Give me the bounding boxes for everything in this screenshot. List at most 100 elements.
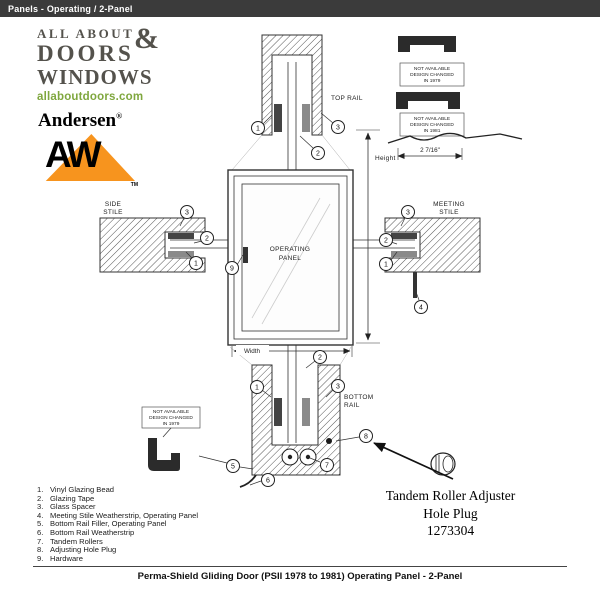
part-number: 7. [37,536,44,546]
top-rail-label: TOP RAIL [331,95,363,102]
part-number: 9. [37,553,44,563]
page-title: Panels - Operating / 2-Panel [8,3,133,14]
part-label: Bottom Rail Weatherstrip [50,527,135,537]
site-logo[interactable]: ALL ABOUT & DOORS WINDOWS allaboutdoors.… [37,22,167,103]
part-label: Meeting Stile Weatherstrip, Operating Pa… [50,510,199,520]
svg-text:1: 1 [256,126,260,133]
logo-website: allaboutdoors.com [37,91,144,103]
glazing-bead-side [168,233,194,239]
callout-3: 3 [180,205,194,219]
operating-panel-label-2: PANEL [279,255,301,262]
svg-text:1: 1 [194,261,198,268]
bottom-rail-label-2: RAIL [344,402,360,409]
pointer-arrow [373,442,454,480]
glazing-tape-side [168,251,194,257]
svg-text:7: 7 [325,463,329,470]
part-label: Tandem Rollers [50,536,103,546]
glazing-bead-top [274,104,282,132]
product-name-line1: Tandem Roller Adjuster [385,488,516,503]
part-number: 6. [37,527,44,537]
logo-line-windows: WINDOWS [37,65,153,89]
callout-leaders [179,112,420,486]
part-row: 3. Glass Spacer [37,503,282,512]
operating-panel-drawing: OPERATING PANEL [227,169,354,346]
callout-1: 1 [189,256,203,270]
part-row: 2. Glazing Tape [37,493,282,504]
note-1979-line1: NOT AVAILABLE [414,66,450,72]
hole-plug-drawing [430,452,456,476]
part-number: 1. [37,485,44,494]
note-1979-line3: IN 1979 [424,78,441,84]
footer-caption: Perma-Shield Gliding Door (PSII 1978 to … [137,571,463,582]
callout-7: 7 [320,458,334,472]
callout-8: 8 [359,429,373,443]
part-number: 8. [37,545,44,555]
glass-lines [170,62,415,443]
callout-2: 2 [313,350,327,364]
andersen-monogram: AW [38,133,135,181]
sill-profile [387,132,523,144]
part-label: Glazing Tape [50,493,95,503]
width-label: Width [244,348,261,355]
part-row: 5.Bottom Rail Filler, Operating Panel [37,520,282,529]
bottom-filler-profile: NOT AVAILABLE DESIGN CHANGED IN 1979 [141,406,201,471]
width-dimension: Width [231,345,353,357]
part-number: 3. [37,502,44,512]
svg-text:6: 6 [266,478,270,485]
part-label: Hardware [50,553,83,563]
part-row: 6. Bottom Rail Weatherstrip [37,527,282,538]
logo-line-doors: DOORS [37,41,134,66]
svg-text:5: 5 [231,464,235,471]
part-row: 9. Hardware [37,553,282,564]
callout-5: 5 [226,459,240,473]
side-stile-section: SIDE STILE [99,201,206,273]
part-row: 8.Adjusting Hole Plug [37,546,282,555]
part-label: Vinyl Glazing Bead [50,485,115,494]
callout-2: 2 [379,233,393,247]
part-label: Glass Spacer [50,502,96,512]
bottom-rail-label-1: BOTTOM [344,394,374,401]
profile-notes: NOT AVAILABLE DESIGN CHANGED IN 1979 NOT… [387,36,523,160]
svg-text:2: 2 [205,236,209,243]
part-number: 2. [37,493,44,503]
filler-profile-shape [148,438,180,471]
svg-text:3: 3 [406,210,410,217]
svg-text:3: 3 [336,125,340,132]
note-1981-line1: NOT AVAILABLE [414,116,450,122]
part-row: 4. Meeting Stile Weatherstrip, Operating … [37,510,282,521]
side-stile-label-1: SIDE [105,201,122,208]
callout-4: 4 [414,300,428,314]
meeting-stile-label-2: STILE [439,209,459,216]
andersen-name-text: Andersen [38,110,117,131]
svg-text:9: 9 [230,266,234,273]
profile-1979 [398,36,456,52]
part-row: 1. Vinyl Glazing Bead [37,485,282,495]
logo-ampersand: & [134,22,159,55]
bottom-rail-section: BOTTOM RAIL [239,364,374,488]
part-row: 7. Tandem Rollers [37,536,282,547]
note-1979b-line3: IN 1979 [163,421,180,427]
bottom-weatherstrip-fin [239,474,257,488]
profile-1981 [396,92,460,109]
glazing-tape-top [302,104,310,132]
svg-text:3: 3 [336,384,340,391]
logo-line-all-about: ALL ABOUT [37,26,135,41]
product-part-number: 1273304 [426,523,475,539]
registered-mark: ® [116,111,123,121]
glazing-tape-meeting [391,251,417,257]
projection-lines [229,134,352,366]
svg-text:2: 2 [384,238,388,245]
svg-text:8: 8 [364,434,368,441]
operating-panel-label-1: OPERATING [270,246,311,253]
andersen-wordmark: Andersen® [38,110,138,132]
part-number: 4. [37,510,44,520]
dimension-2-7-16: 2 7/16" [420,147,440,154]
part-number: 5. [37,519,44,529]
callout-3: 3 [331,120,345,134]
adjusting-hole [326,438,332,444]
callout-3: 3 [401,205,415,219]
door-handle [243,247,248,263]
svg-text:2: 2 [316,151,320,158]
